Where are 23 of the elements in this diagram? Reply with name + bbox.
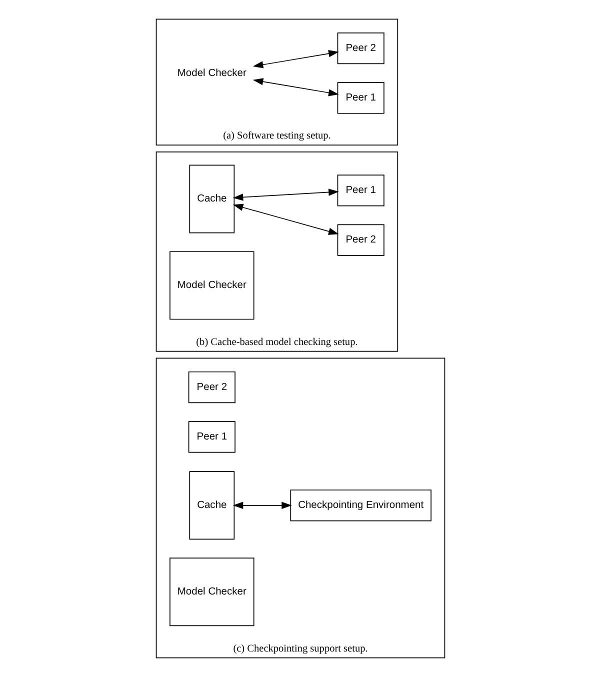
arrow (232, 502, 292, 509)
node-box: Peer 1 (336, 82, 384, 114)
node-box: Peer 2 (188, 371, 235, 404)
node-box: Peer 2 (336, 224, 384, 256)
node-box: Cache (188, 471, 234, 540)
cluster (155, 151, 398, 352)
node-label: (a) Software testing setup. (222, 130, 330, 142)
node-box: Model Checker (169, 558, 254, 626)
node-box: Peer 1 (336, 174, 384, 206)
cluster (155, 358, 445, 658)
node-box: Model Checker (169, 251, 254, 320)
node-box: Cache (188, 164, 234, 234)
arrow (252, 78, 338, 96)
arrow (232, 204, 338, 235)
node-label: (c) Checkpointing support setup. (232, 643, 368, 654)
node-box: Checkpointing Environment (290, 490, 431, 522)
cluster (155, 18, 398, 146)
node-text: Model Checker (176, 68, 246, 79)
arrow (252, 50, 338, 68)
node-label: (b) Cache-based model checking setup. (196, 337, 358, 348)
arrow (232, 188, 338, 201)
node-box: Peer 1 (188, 421, 235, 453)
node-box: Peer 2 (336, 32, 384, 64)
